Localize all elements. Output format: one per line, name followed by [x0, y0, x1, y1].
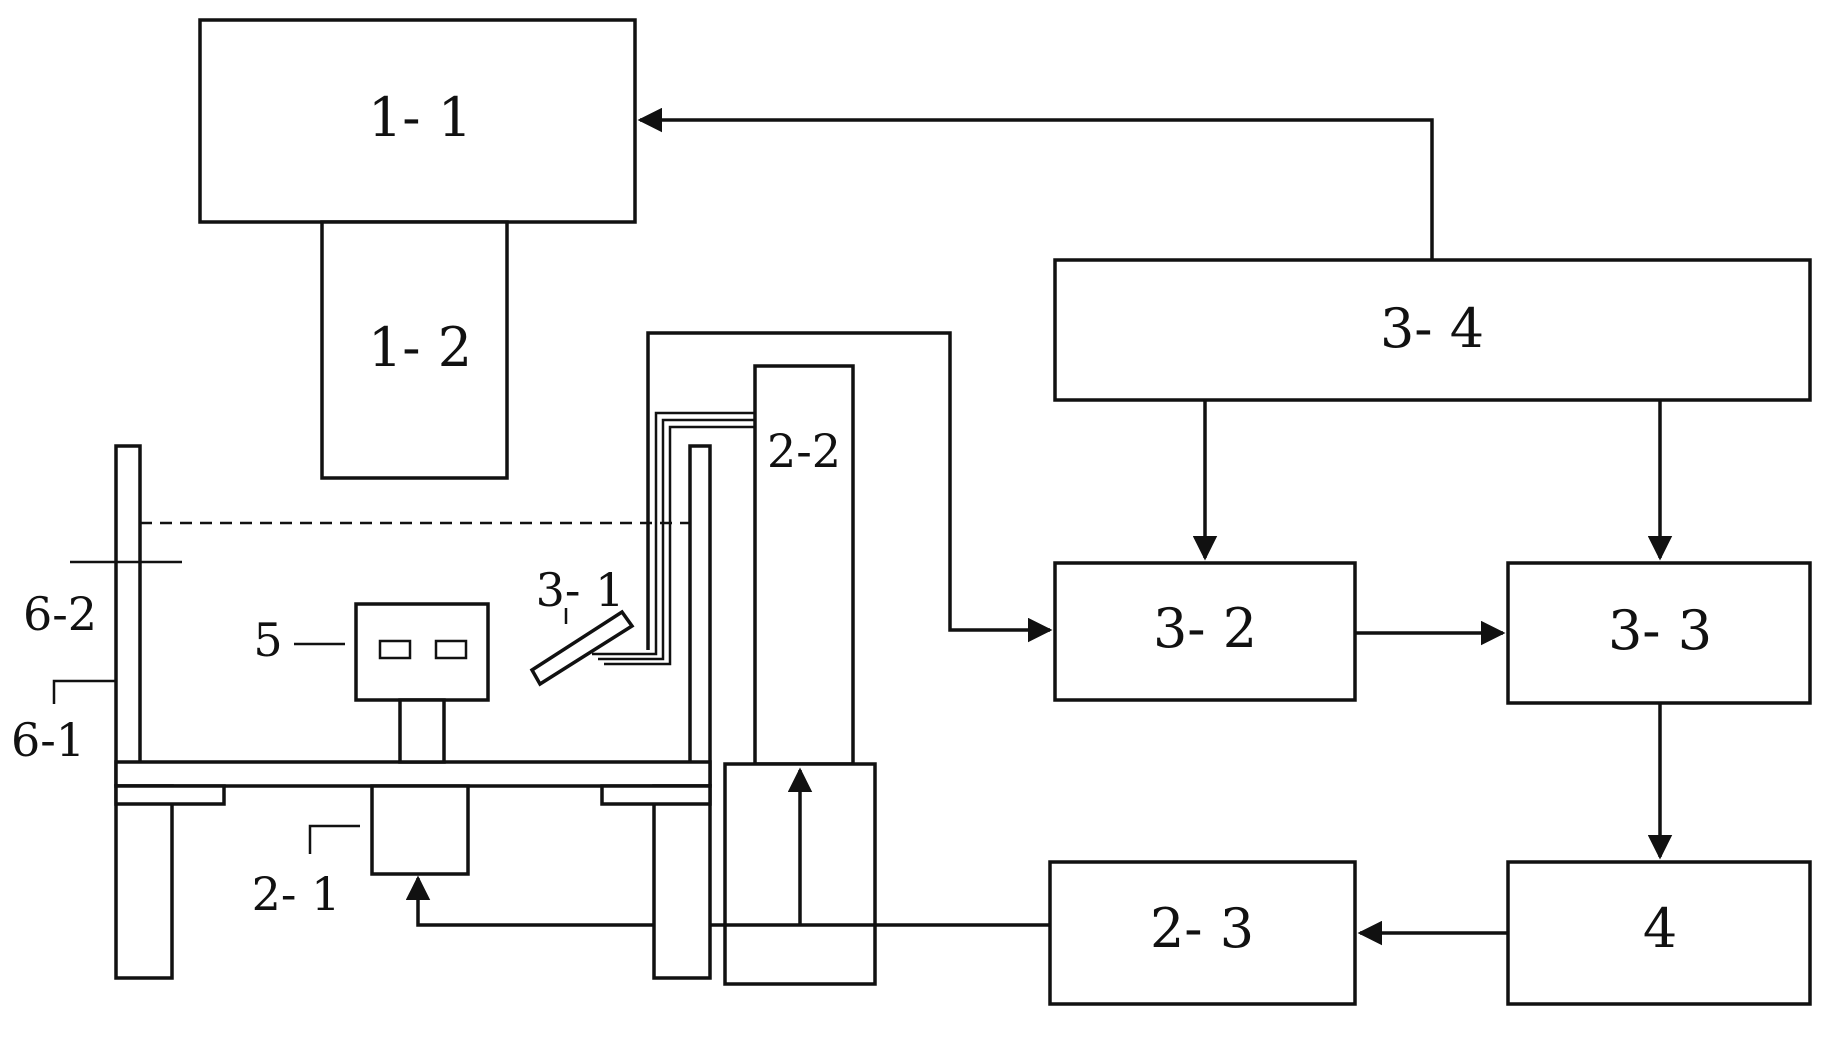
probe-cable: [592, 411, 755, 666]
block-1-1: 1- 1: [198, 18, 637, 224]
block-3-3-label: 3- 3: [1608, 599, 1712, 662]
left-wall: [114, 444, 142, 786]
left-foot-pad: [114, 784, 226, 806]
tag-3-1: 3- 1: [536, 563, 625, 617]
leader-6-1: [52, 679, 116, 704]
block-2-2: 2-2: [753, 364, 855, 766]
block-1-1-label: 1- 1: [368, 86, 472, 149]
right-wall: [688, 444, 712, 786]
specimen-holder-5: [354, 602, 490, 764]
block-4: 4: [1506, 860, 1812, 1006]
block-3-3: 3- 3: [1506, 561, 1812, 705]
block-2-1: [370, 784, 470, 876]
right-foot-pad: [600, 784, 712, 806]
block-3-2: 3- 2: [1053, 561, 1357, 702]
block-1-2: 1- 2: [320, 220, 509, 480]
tank-floor: [114, 760, 712, 788]
block-1-2-label: 1- 2: [368, 316, 472, 379]
block-2-2-label: 2-2: [767, 424, 841, 478]
signal-line-3-1-to-3-2: [646, 331, 1053, 650]
block-3-2-label: 3- 2: [1153, 597, 1257, 660]
block-3-4-label: 3- 4: [1380, 297, 1484, 360]
tag-6-2: 6-2: [23, 587, 97, 641]
block-2-3-label: 2- 3: [1150, 897, 1254, 960]
block-3-4: 3- 4: [1053, 258, 1812, 402]
line-2-3-to-2-1: [405, 875, 1050, 927]
arrow-3-4-to-1-1: [637, 107, 1434, 260]
tag-6-1: 6-1: [11, 713, 85, 767]
left-leg: [114, 784, 174, 980]
probe-3-1: [529, 609, 635, 687]
tag-2-1: 2- 1: [252, 867, 341, 921]
tag-5: 5: [253, 613, 282, 667]
block-2-3: 2- 3: [1048, 860, 1357, 1006]
block-4-label: 4: [1643, 897, 1677, 960]
right-leg: [652, 784, 712, 980]
leader-2-1: [308, 824, 360, 854]
